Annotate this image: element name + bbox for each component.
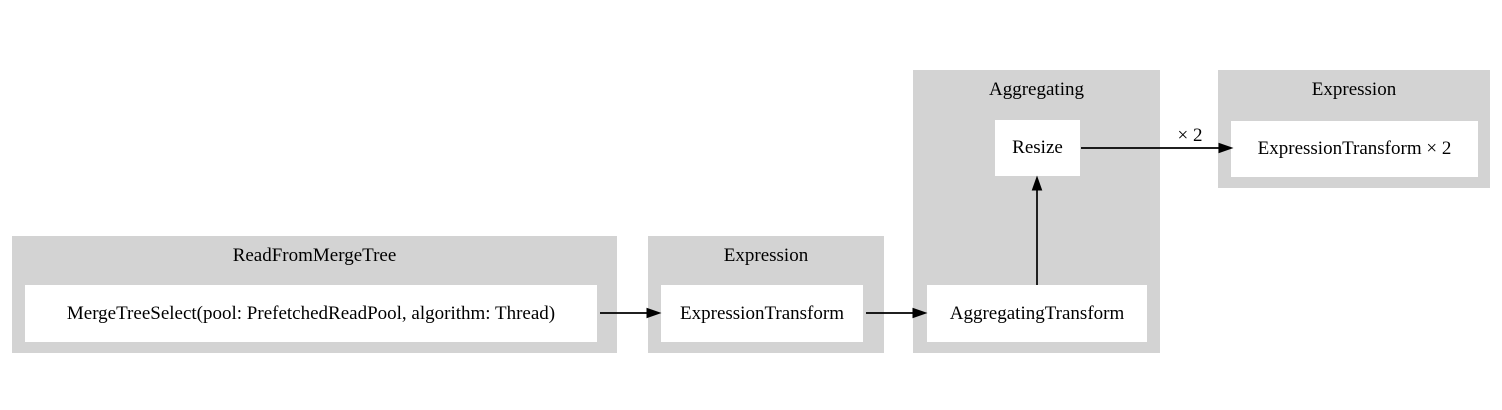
node-label: ExpressionTransform × 2 xyxy=(1257,138,1452,159)
cluster-title: Expression xyxy=(1311,79,1397,100)
node-resize: Resize xyxy=(995,120,1080,176)
node-label: Resize xyxy=(1012,137,1063,158)
node-label: MergeTreeSelect(pool: PrefetchedReadPool… xyxy=(66,302,556,324)
node-mergetreeselect: MergeTreeSelect(pool: PrefetchedReadPool… xyxy=(25,285,597,342)
cluster-aggregating: Aggregating Resize AggregatingTransform xyxy=(913,70,1160,353)
cluster-readfrommergetree: ReadFromMergeTree MergeTreeSelect(pool: … xyxy=(12,236,617,353)
node-label: AggregatingTransform xyxy=(949,302,1125,324)
cluster-title: Expression xyxy=(723,245,809,266)
edge-multiplicity-label: × 2 xyxy=(1178,125,1203,146)
cluster-expression-2: Expression ExpressionTransform × 2 xyxy=(1218,70,1490,188)
node-label: ExpressionTransform xyxy=(680,302,844,324)
node-expressiontransform-x2: ExpressionTransform × 2 xyxy=(1231,121,1478,177)
cluster-title: Aggregating xyxy=(989,79,1084,100)
node-aggregatingtransform: AggregatingTransform xyxy=(927,285,1147,342)
node-expressiontransform: ExpressionTransform xyxy=(661,285,863,342)
cluster-expression-1: Expression ExpressionTransform xyxy=(648,236,884,353)
cluster-title: ReadFromMergeTree xyxy=(232,245,397,266)
